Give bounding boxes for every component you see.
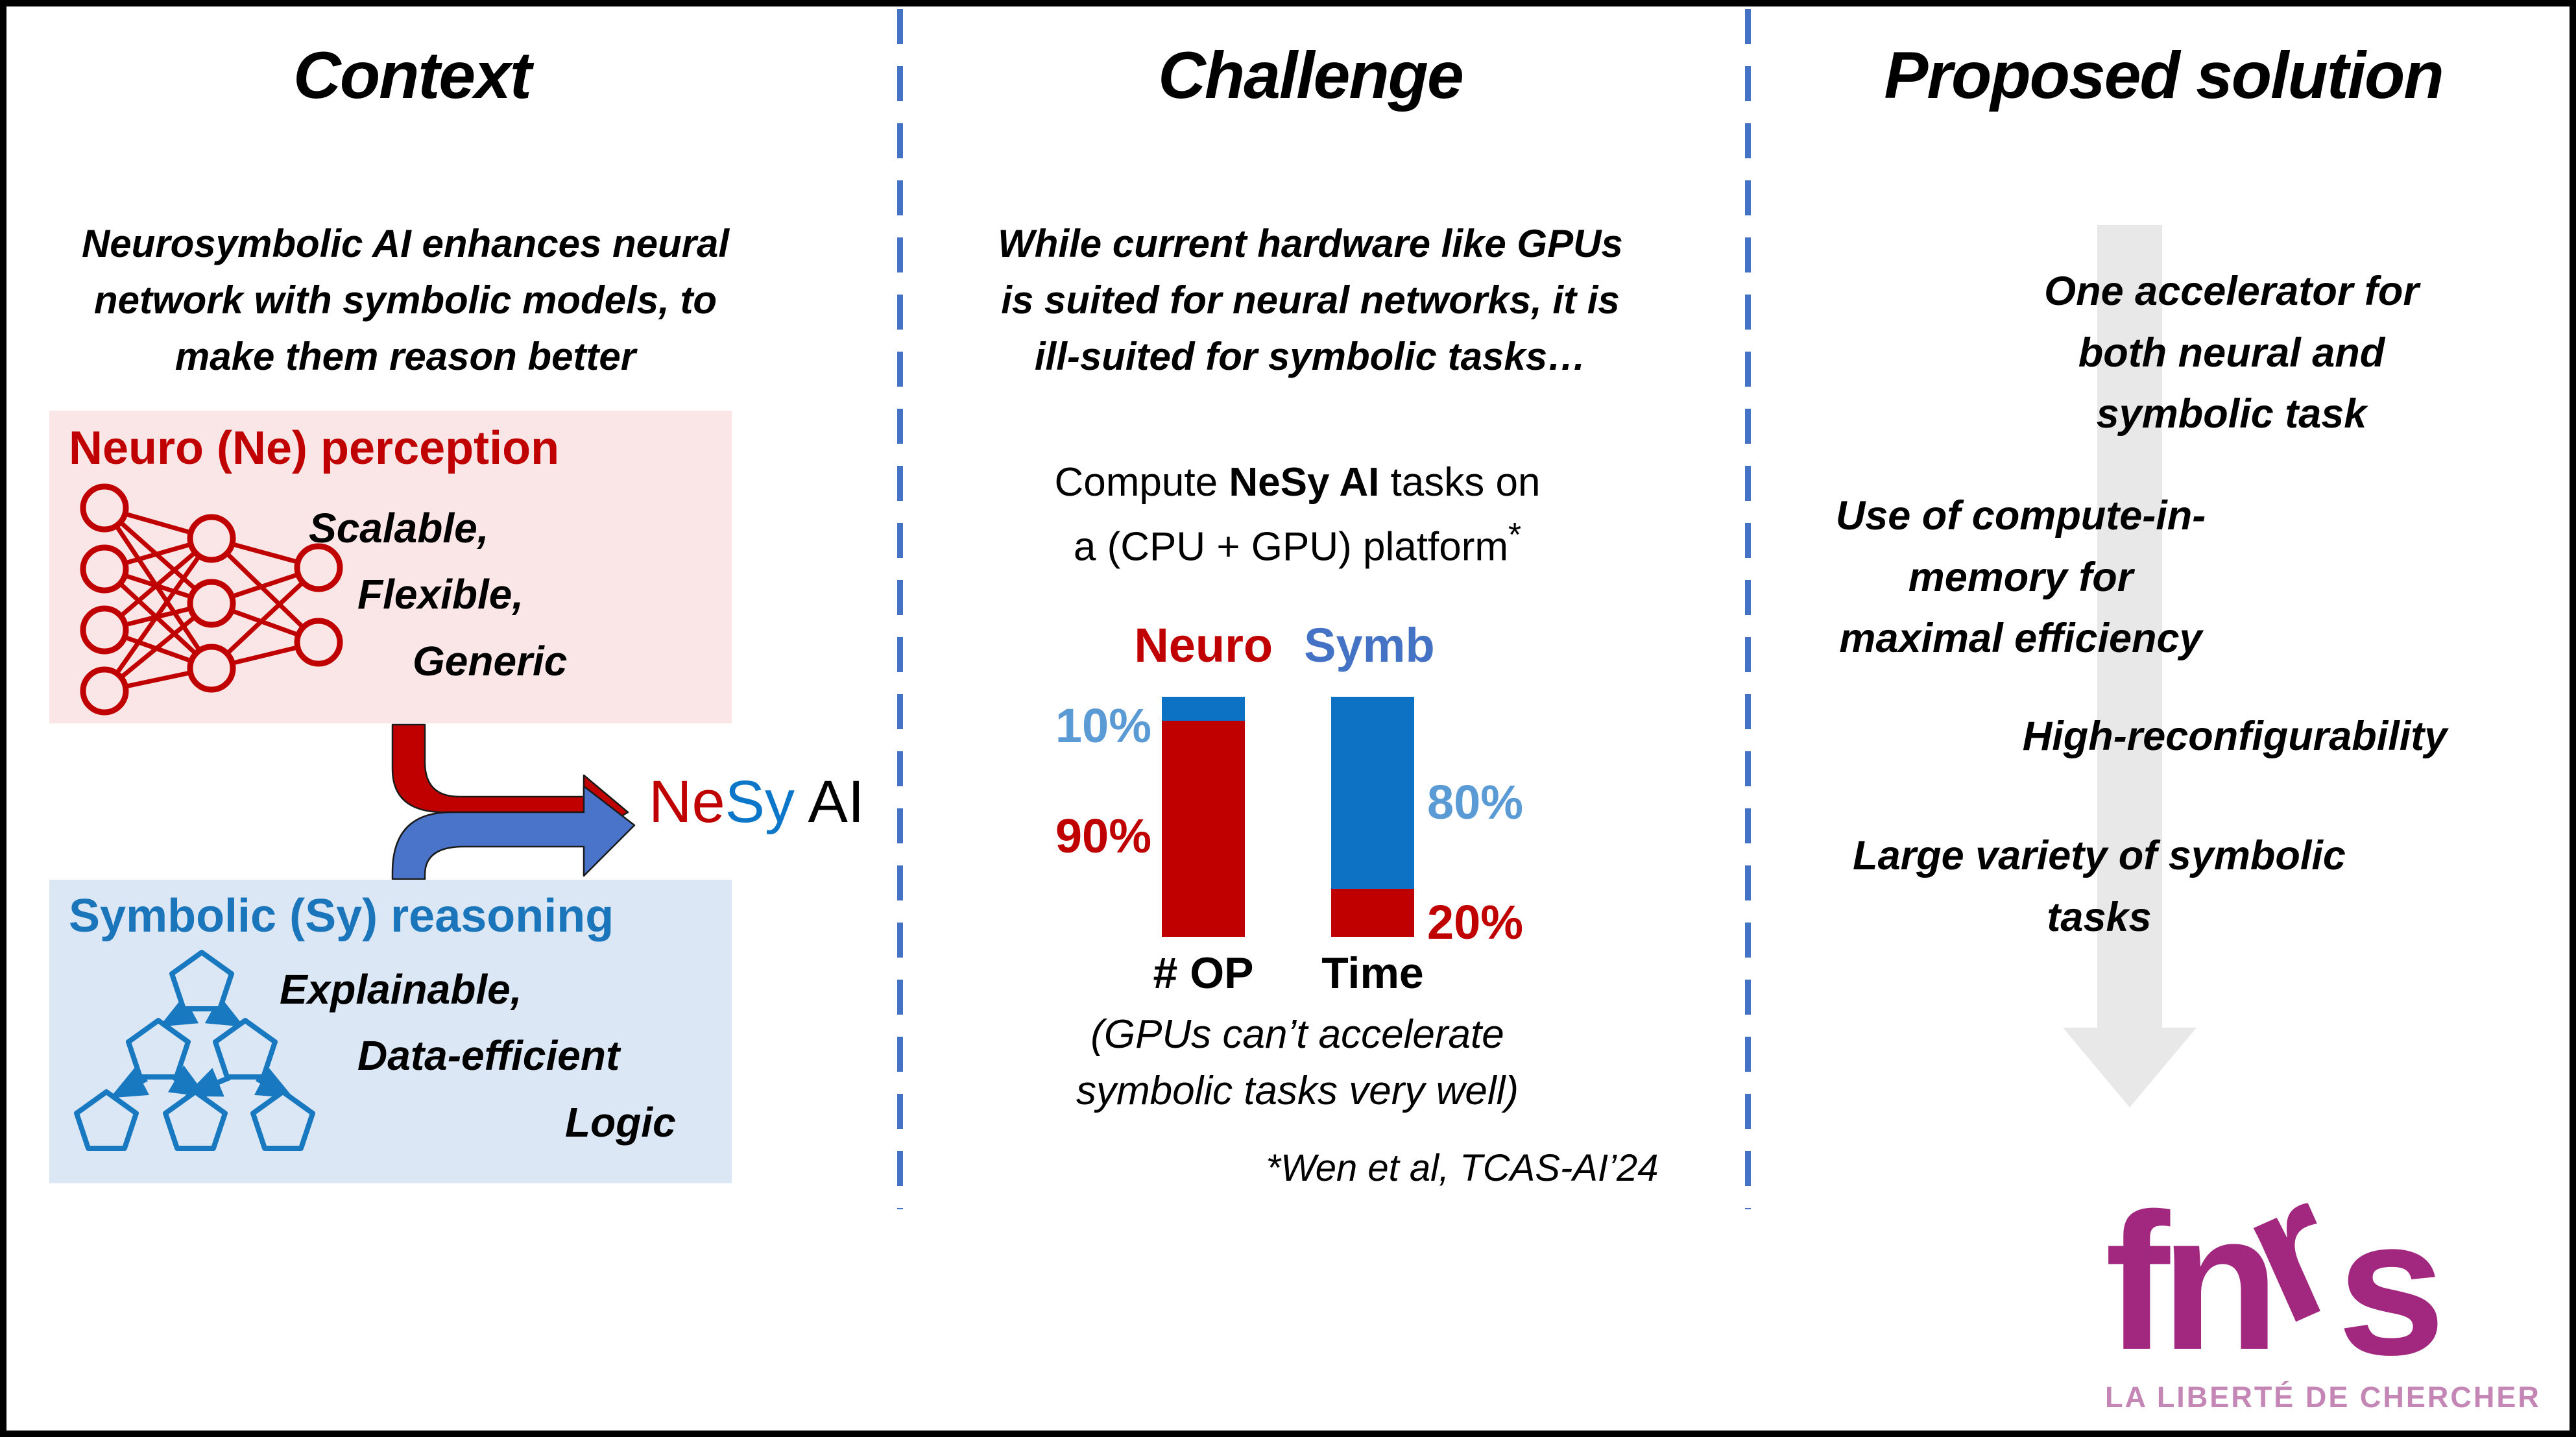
- challenge-intro-line: While current hardware like GPUs: [998, 222, 1623, 265]
- label-op-neuro: 90%: [1055, 809, 1151, 863]
- compute-bold: NeSy AI: [1229, 460, 1380, 505]
- axis-label-op: # OP: [1153, 948, 1254, 998]
- bar-time: [1331, 697, 1414, 937]
- solution-point-2-line: Use of compute-in-: [1835, 493, 2206, 538]
- fnrs-logo-tagline: LA LIBERTÉ DE CHERCHER: [2105, 1381, 2541, 1414]
- label-time-neuro: 20%: [1427, 895, 1524, 949]
- compute-pre: Compute: [1054, 460, 1229, 505]
- neuro-traits: Scalable, Flexible, Generic: [309, 495, 567, 694]
- fnrs-logo-fn: fn: [2105, 1172, 2280, 1390]
- column-divider-left: [897, 9, 903, 1209]
- symbolic-trait: Logic: [565, 1098, 676, 1146]
- legend-neuro: Neuro: [1134, 618, 1273, 672]
- chart-caption: (GPUs can’t accelerate symbolic tasks ve…: [973, 1007, 1622, 1120]
- chart-legend: Neuro Symb: [1129, 618, 1440, 673]
- symbolic-reasoning-box: Symbolic (Sy) reasoning: [49, 880, 732, 1183]
- context-intro: Neurosymbolic AI enhances neural network…: [58, 215, 752, 385]
- symbolic-traits: Explainable, Data-efficient Logic: [280, 956, 676, 1155]
- solution-point-4: Large variety of symbolic tasks: [1853, 833, 2346, 940]
- context-intro-line: network with symbolic models, to: [93, 278, 717, 322]
- fnrs-logo: fnrs LA LIBERTÉ DE CHERCHER: [2105, 1139, 2541, 1414]
- challenge-intro-line: ill-suited for symbolic tasks…: [1034, 335, 1587, 378]
- neuro-trait: Generic: [413, 637, 568, 684]
- solution-point-1: One accelerator for both neural and symb…: [1972, 261, 2491, 445]
- merge-arrow-icon: [391, 723, 636, 880]
- nesy-ai: AI: [794, 769, 865, 835]
- down-arrow-icon: [2063, 225, 2197, 1107]
- context-intro-line: make them reason better: [175, 335, 636, 378]
- compute-line2: a (CPU + GPU) platform: [1073, 524, 1508, 570]
- fnrs-logo-text: fnrs: [2105, 1139, 2533, 1390]
- chart-caption-line: symbolic tasks very well): [1076, 1068, 1519, 1113]
- compute-statement: Compute NeSy AI tasks on a (CPU + GPU) p…: [973, 454, 1622, 576]
- bar-op-neuro-segment: [1162, 721, 1245, 937]
- bar-op: [1162, 697, 1245, 937]
- label-time-symb: 80%: [1427, 775, 1524, 829]
- solution-point-2-line: memory for: [1908, 554, 2134, 600]
- solution-point-3: High-reconfigurability: [2022, 714, 2448, 759]
- bar-op-symb-segment: [1162, 697, 1245, 721]
- solution-point-1-line: both neural and: [2078, 330, 2385, 376]
- solution-point-1-line: One accelerator for: [2044, 269, 2419, 314]
- neural-network-icon: [80, 483, 343, 716]
- challenge-intro-line: is suited for neural networks, it is: [1001, 278, 1620, 322]
- compute-footnote-marker: *: [1508, 516, 1522, 554]
- neuro-trait: Flexible,: [357, 571, 524, 618]
- symbolic-trait: Data-efficient: [357, 1032, 620, 1080]
- bar-time-symb-segment: [1331, 697, 1414, 889]
- compute-post: tasks on: [1379, 460, 1541, 505]
- solution-point-2: Use of compute-in- memory for maximal ef…: [1797, 485, 2245, 670]
- axis-label-time: Time: [1321, 948, 1424, 998]
- neuro-box-title: Neuro (Ne) perception: [69, 422, 560, 474]
- context-title: Context: [293, 38, 532, 112]
- context-intro-line: Neurosymbolic AI enhances neural: [81, 222, 730, 265]
- solution-point-1-line: symbolic task: [2096, 391, 2367, 437]
- neuro-trait: Scalable,: [309, 505, 489, 551]
- symbolic-tree-icon: [74, 950, 315, 1151]
- symbolic-box-title: Symbolic (Sy) reasoning: [69, 890, 614, 942]
- solution-point-2-line: maximal efficiency: [1839, 616, 2202, 661]
- solution-title: Proposed solution: [1884, 38, 2444, 112]
- symbolic-trait: Explainable,: [280, 966, 522, 1013]
- fnrs-logo-s: s: [2337, 1177, 2446, 1395]
- challenge-intro: While current hardware like GPUs is suit…: [947, 215, 1674, 385]
- chart-caption-line: (GPUs can’t accelerate: [1090, 1012, 1504, 1057]
- label-op-symb: 10%: [1055, 699, 1151, 753]
- legend-symb: Symb: [1304, 618, 1435, 672]
- bar-time-neuro-segment: [1331, 889, 1414, 937]
- nesy-sy: Sy: [725, 769, 795, 835]
- column-divider-right: [1745, 9, 1751, 1209]
- reference-footnote: *Wen et al, TCAS-AI’24: [1266, 1147, 1659, 1189]
- nesy-ai-label: NeSy AI: [649, 772, 864, 832]
- nesy-ne: Ne: [649, 769, 725, 835]
- neuro-perception-box: Neuro (Ne) perception Scalable, Flexible…: [49, 411, 732, 723]
- challenge-title: Challenge: [1158, 38, 1463, 112]
